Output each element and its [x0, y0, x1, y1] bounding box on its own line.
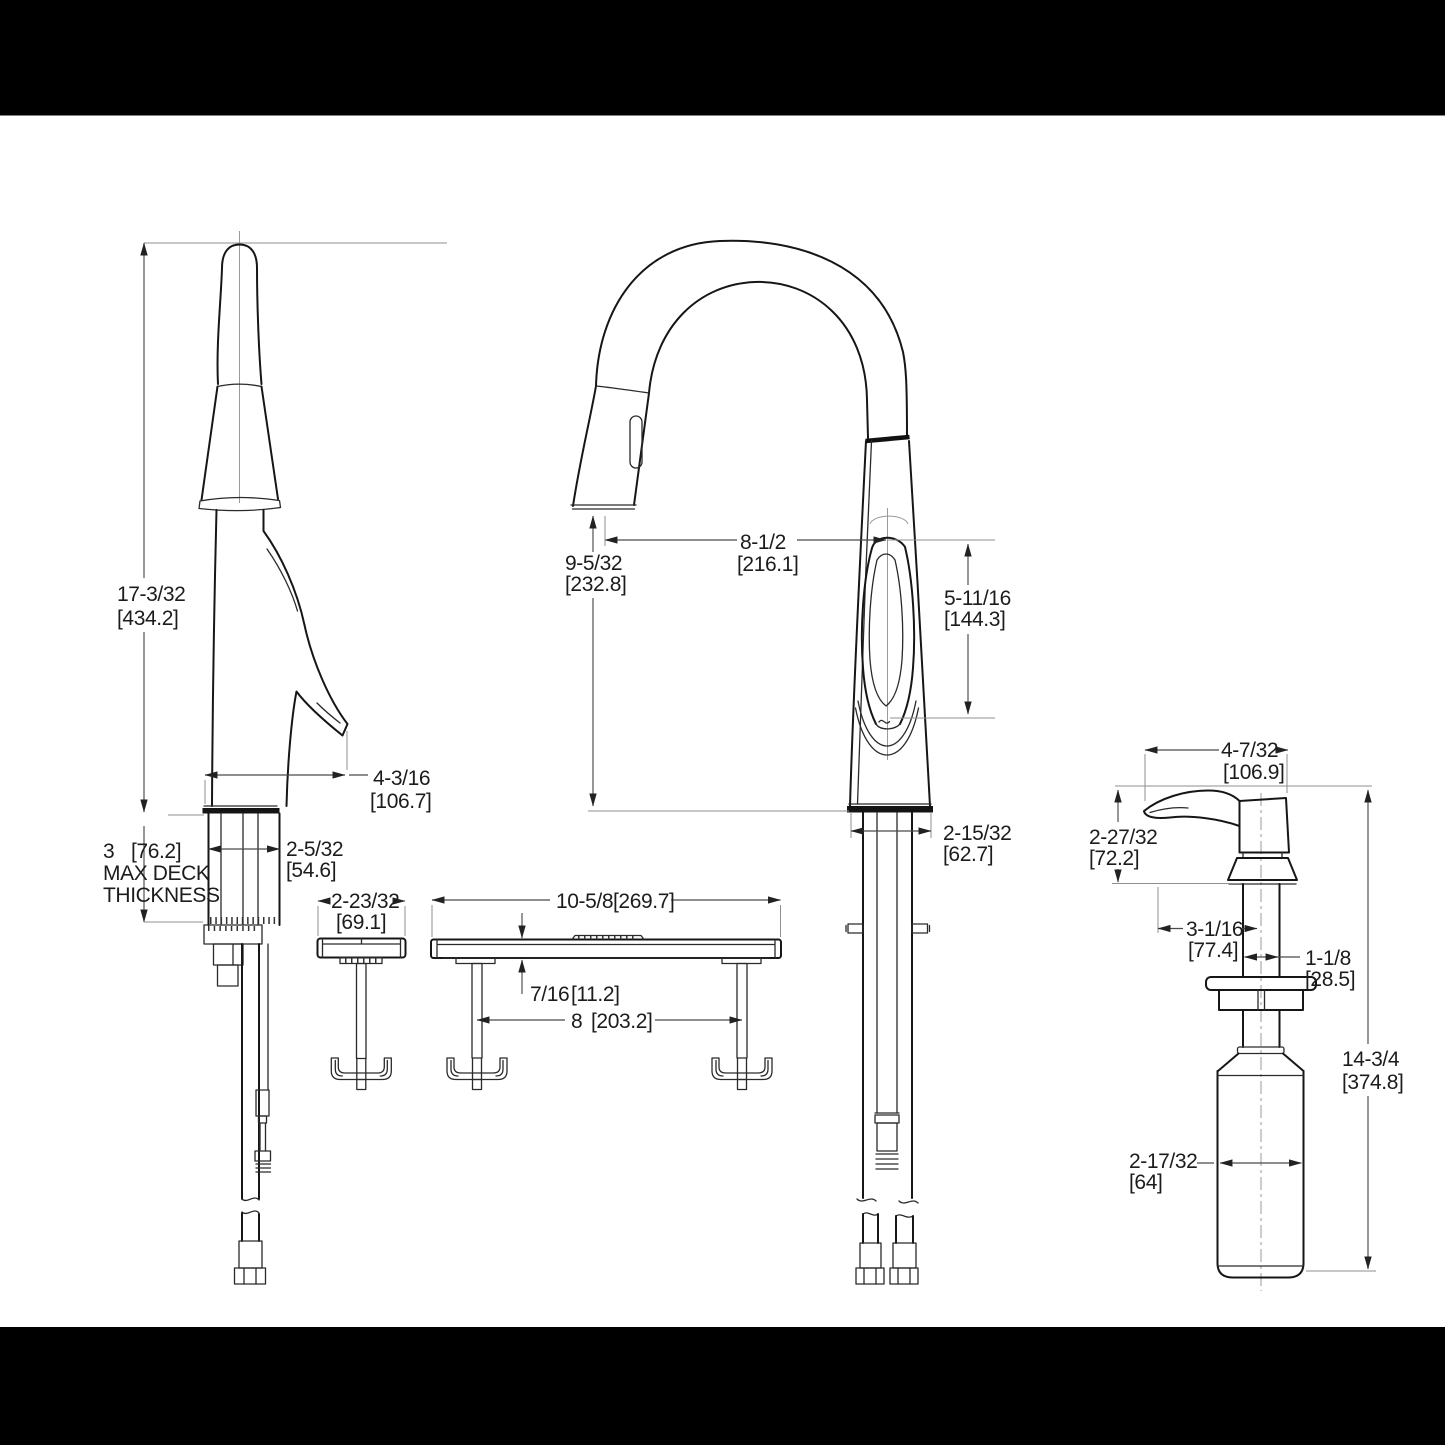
dim-front-handle-mm: [144.3]	[944, 608, 1005, 631]
faucet-side-view	[198, 231, 349, 1285]
dim-side-max-deck-mm: [76.2]	[131, 840, 181, 863]
dim-front-base-mm: [62.7]	[943, 843, 993, 866]
dim-front-reach-in: 8-1/2	[740, 531, 786, 554]
letterbox-top	[0, 0, 1445, 116]
dim-side-spout-reach-mm: [106.7]	[370, 790, 431, 813]
dim-side-max-deck-note1: MAX DECK	[103, 862, 210, 885]
dim-disp-reach-in: 3-1/16	[1186, 918, 1243, 941]
deck-plate-front-view: 10-5/8 [269.7] 7/16 [11.2] 8 [203.2]	[430, 890, 782, 1091]
dim-disp-overall-height-mm: [374.8]	[1342, 1071, 1403, 1094]
soap-dispenser-view	[1115, 785, 1372, 1291]
dim-side-overall-height-in: 17-3/32	[117, 583, 185, 606]
dim-disp-spout-length-mm: [106.9]	[1223, 761, 1284, 784]
dim-plate-side-width-mm: [69.1]	[336, 911, 386, 934]
dim-disp-head-height-in: 2-27/32	[1089, 826, 1157, 849]
dim-front-reach-mm: [216.1]	[737, 553, 798, 576]
dim-disp-shank-dia-in: 1-1/8	[1305, 947, 1351, 970]
dim-side-max-deck-in: 3	[103, 840, 114, 863]
soap-dispenser-dimensions: 4-7/32 [106.9] 2-27/32 [72.2] 3-1/16 [77…	[1089, 739, 1404, 1272]
dim-front-spout-height-mm: [232.8]	[565, 573, 626, 596]
dim-front-base-in: 2-15/32	[943, 822, 1011, 845]
dim-plate-front-spacing-in: 8	[571, 1010, 582, 1033]
dim-side-shank-in: 2-5/32	[286, 838, 343, 861]
faucet-front-view	[570, 239, 933, 1285]
dim-plate-front-thickness-in: 7/16	[530, 983, 569, 1006]
dim-plate-front-width-in: 10-5/8	[556, 890, 613, 913]
dim-disp-bottle-dia-mm: [64]	[1129, 1171, 1162, 1194]
dim-front-spout-height-in: 9-5/32	[565, 552, 622, 575]
faucet-side-view-dimensions: 17-3/32 [434.2] 4-3/16 [106.7] 3 [76.2] …	[103, 242, 447, 923]
dim-plate-front-width-mm: [269.7]	[613, 890, 674, 913]
dim-side-overall-height-mm: [434.2]	[117, 607, 178, 630]
dim-disp-reach-mm: [77.4]	[1188, 939, 1238, 962]
dim-plate-front-thickness-mm: [11.2]	[571, 983, 620, 1006]
deck-plate-side-view: 2-23/32 [69.1]	[316, 890, 407, 1091]
faucet-front-view-dimensions: 9-5/32 [232.8] 8-1/2 [216.1] 5-11/16 [14…	[565, 515, 1012, 866]
dim-disp-head-height-mm: [72.2]	[1089, 847, 1139, 870]
dim-plate-side-width-in: 2-23/32	[331, 890, 399, 913]
dim-side-spout-reach-in: 4-3/16	[373, 767, 430, 790]
dim-disp-shank-dia-mm: [28.5]	[1305, 968, 1355, 991]
dim-side-max-deck-note2: THICKNESS	[103, 884, 220, 907]
letterbox-bottom	[0, 1327, 1445, 1445]
dim-front-handle-in: 5-11/16	[944, 587, 1011, 610]
dim-plate-front-spacing-mm: [203.2]	[591, 1010, 652, 1033]
dim-disp-bottle-dia-in: 2-17/32	[1129, 1150, 1197, 1173]
dim-disp-overall-height-in: 14-3/4	[1342, 1048, 1400, 1071]
dim-side-shank-mm: [54.6]	[286, 859, 336, 882]
dim-disp-spout-length-in: 4-7/32	[1221, 739, 1278, 762]
